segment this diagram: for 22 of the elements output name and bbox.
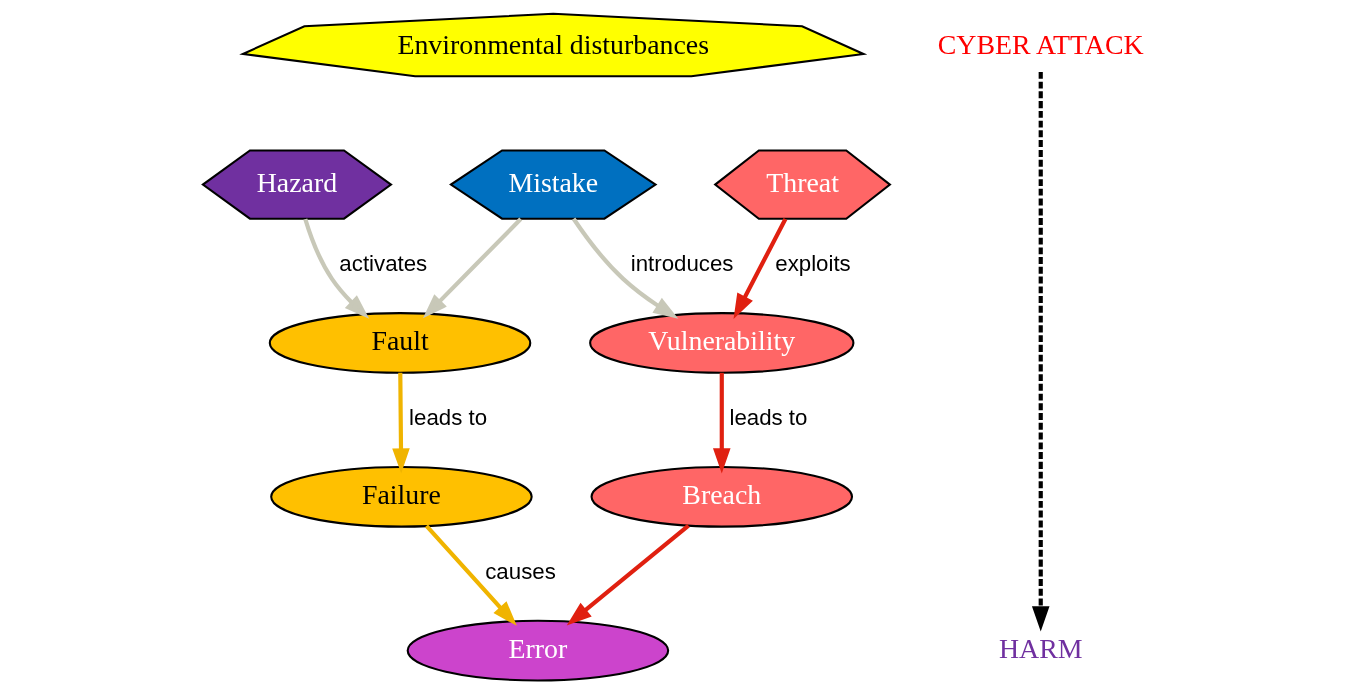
arrow — [713, 372, 731, 474]
arrow — [571, 217, 679, 319]
arrow — [424, 524, 517, 626]
node-text: CYBER ATTACK — [937, 28, 1144, 60]
node-ellipse: Error — [406, 619, 670, 682]
edge-label: introduces — [630, 251, 734, 277]
node-ellipse: Failure — [270, 465, 533, 528]
arrow — [1031, 71, 1050, 632]
arrow — [303, 218, 370, 319]
arrow — [566, 523, 690, 626]
arrow — [733, 218, 788, 319]
node-text: HARM — [998, 632, 1083, 664]
node-ellipse: Breach — [590, 465, 854, 528]
edge-label: leads to — [409, 405, 488, 431]
edge-label: activates — [339, 251, 428, 277]
node-ellipse: Fault — [268, 312, 532, 374]
edge-label: leads to — [729, 405, 808, 431]
arrow — [422, 217, 523, 319]
arrow — [392, 372, 410, 474]
edge-label: exploits — [775, 251, 851, 277]
edge-label: causes — [485, 558, 556, 584]
node-ellipse: Vulnerability — [589, 312, 855, 374]
